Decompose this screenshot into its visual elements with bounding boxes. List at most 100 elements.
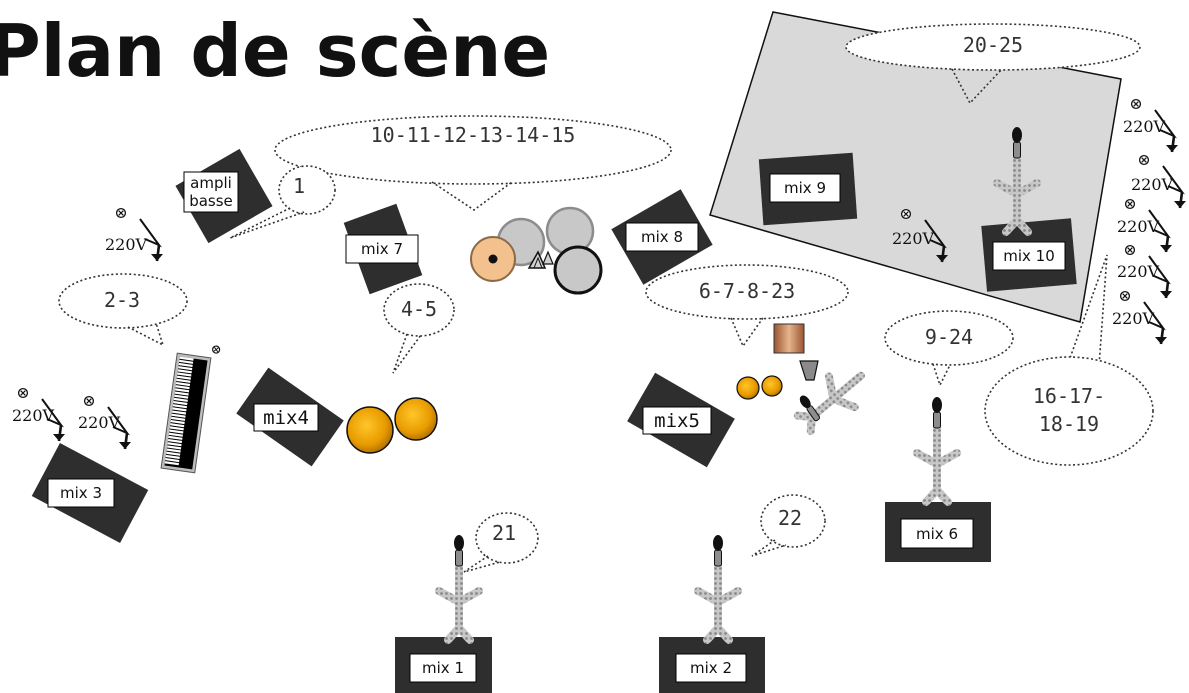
svg-text:2-3: 2-3 <box>104 288 140 312</box>
monitor-label: mix 8 <box>641 228 683 246</box>
keyboard-key <box>177 369 192 374</box>
channel-bubble-10-15: 10-11-12-13-14-15 <box>274 115 672 211</box>
monitor-mix-10[interactable]: mix 10 <box>981 218 1077 292</box>
channel-bubble-4-5: 4-5 <box>383 283 455 374</box>
power-outlet-icon: 220V <box>78 395 133 451</box>
svg-text:16-17-: 16-17- <box>1033 384 1105 408</box>
keyboard-key <box>176 378 191 383</box>
keyboard-key <box>173 400 188 406</box>
keyboard-key <box>170 419 185 425</box>
page-title: Plan de scène <box>0 9 550 93</box>
channel-bubble-1: 1 <box>229 165 336 239</box>
keyboard-key <box>174 391 189 396</box>
svg-text:220V: 220V <box>105 235 148 254</box>
keyboard-key <box>168 435 183 440</box>
microphone-icon <box>799 395 821 422</box>
keyboard-key <box>164 461 179 466</box>
svg-text:10-11-12-13-14-15: 10-11-12-13-14-15 <box>371 123 576 147</box>
monitor-label: mix 1 <box>422 659 464 677</box>
power-outlet-icon: 220V <box>1117 244 1174 300</box>
monitor-mix-8[interactable]: mix 8 <box>611 189 713 285</box>
svg-text:9-24: 9-24 <box>925 325 973 349</box>
power-outlet-icon: 220V <box>1131 154 1188 210</box>
power-outlet-icon: 220V <box>1123 98 1180 154</box>
svg-text:220V: 220V <box>1117 262 1160 281</box>
channel-bubble-6-7-8-23: 6-7-8-23 <box>645 264 849 348</box>
keyboard-key <box>178 362 193 368</box>
svg-text:220V: 220V <box>1123 117 1166 136</box>
keyboard-key <box>179 356 194 361</box>
keyboard-key <box>177 372 192 377</box>
svg-text:220V: 220V <box>892 229 935 248</box>
monitor-mix-6[interactable]: mix 6 <box>885 502 991 562</box>
power-outlet-icon: 220V <box>1112 290 1169 346</box>
svg-text:21: 21 <box>492 521 516 545</box>
keyboard-key <box>175 381 191 387</box>
monitor-label: mix 9 <box>784 179 826 197</box>
svg-text:220V: 220V <box>1117 217 1160 236</box>
monitor-mix-4[interactable]: mix4 <box>234 367 344 470</box>
monitor-mix-1[interactable]: mix 1 <box>395 637 492 693</box>
monitor-label: mix5 <box>654 410 700 432</box>
keyboard-key <box>165 457 180 463</box>
bass-amp[interactable]: ampli basse <box>167 142 273 246</box>
monitor-label: mix4 <box>263 407 309 429</box>
svg-text:20-25: 20-25 <box>963 33 1023 57</box>
bongo-1 <box>736 376 760 400</box>
microphone-stand-icon <box>439 535 479 640</box>
keyboard-key <box>172 407 187 412</box>
svg-text:220V: 220V <box>1131 175 1174 194</box>
monitor-label: mix 6 <box>916 525 958 543</box>
svg-text:6-7-8-23: 6-7-8-23 <box>699 279 795 303</box>
monitor-mix-7[interactable]: mix 7 <box>333 200 432 298</box>
keyboard-key <box>171 413 186 418</box>
keyboard-key <box>171 416 186 421</box>
svg-text:220V: 220V <box>12 406 55 425</box>
keyboard-key <box>169 429 184 434</box>
keyboard-key <box>175 388 190 393</box>
monitor-label: mix 2 <box>690 659 732 677</box>
monitor-mix-9[interactable]: mix 9 <box>758 152 858 226</box>
keyboard-key <box>166 448 181 453</box>
keyboard-key <box>167 438 183 444</box>
channel-bubble-16-19: 16-17- 18-19 <box>984 254 1154 466</box>
microphone-stand-icon <box>698 535 738 640</box>
percussion-set <box>736 323 865 435</box>
channel-bubble-20-25: 20-25 <box>845 23 1141 105</box>
monitor-mix-2[interactable]: mix 2 <box>659 637 765 693</box>
amp-box <box>773 323 805 354</box>
floor-tom <box>553 245 603 295</box>
keyboard-key <box>172 404 187 409</box>
bass-amp-label-line1: ampli <box>190 174 232 192</box>
svg-text:4-5: 4-5 <box>401 297 437 321</box>
power-outlet-icon: 220V <box>892 208 950 264</box>
keyboard-icon <box>160 345 221 474</box>
keyboard-key <box>166 451 181 456</box>
svg-text:220V: 220V <box>1112 309 1155 328</box>
svg-text:220V: 220V <box>78 413 121 432</box>
monitor-label: mix 3 <box>60 484 102 502</box>
monitor-mix-5[interactable]: mix5 <box>626 372 735 470</box>
bongo-2 <box>761 375 783 397</box>
keyboard-key <box>178 366 193 371</box>
monitor-label: mix 10 <box>1003 247 1055 265</box>
monitor-label: mix 7 <box>361 240 403 258</box>
power-outlet-icon: 220V <box>105 207 165 263</box>
bass-amp-label-line2: basse <box>189 192 233 210</box>
svg-text:22: 22 <box>778 506 802 530</box>
keyboard-key <box>167 445 182 450</box>
svg-text:18-19: 18-19 <box>1039 412 1099 436</box>
keyboard-key <box>175 385 190 390</box>
channel-bubble-22: 22 <box>751 494 826 557</box>
channel-bubble-21: 21 <box>463 512 539 573</box>
keyboard-key <box>165 454 180 459</box>
svg-text:1: 1 <box>293 174 305 198</box>
keyboard-key <box>176 375 191 380</box>
power-outlet-icon: 220V <box>12 387 67 443</box>
monitor-mix-3[interactable]: mix 3 <box>31 443 149 545</box>
channel-bubble-2-3: 2-3 <box>58 273 188 347</box>
keyboard-key <box>169 426 184 431</box>
keyboard-key <box>167 442 182 447</box>
channel-bubble-9-24: 9-24 <box>884 310 1014 388</box>
